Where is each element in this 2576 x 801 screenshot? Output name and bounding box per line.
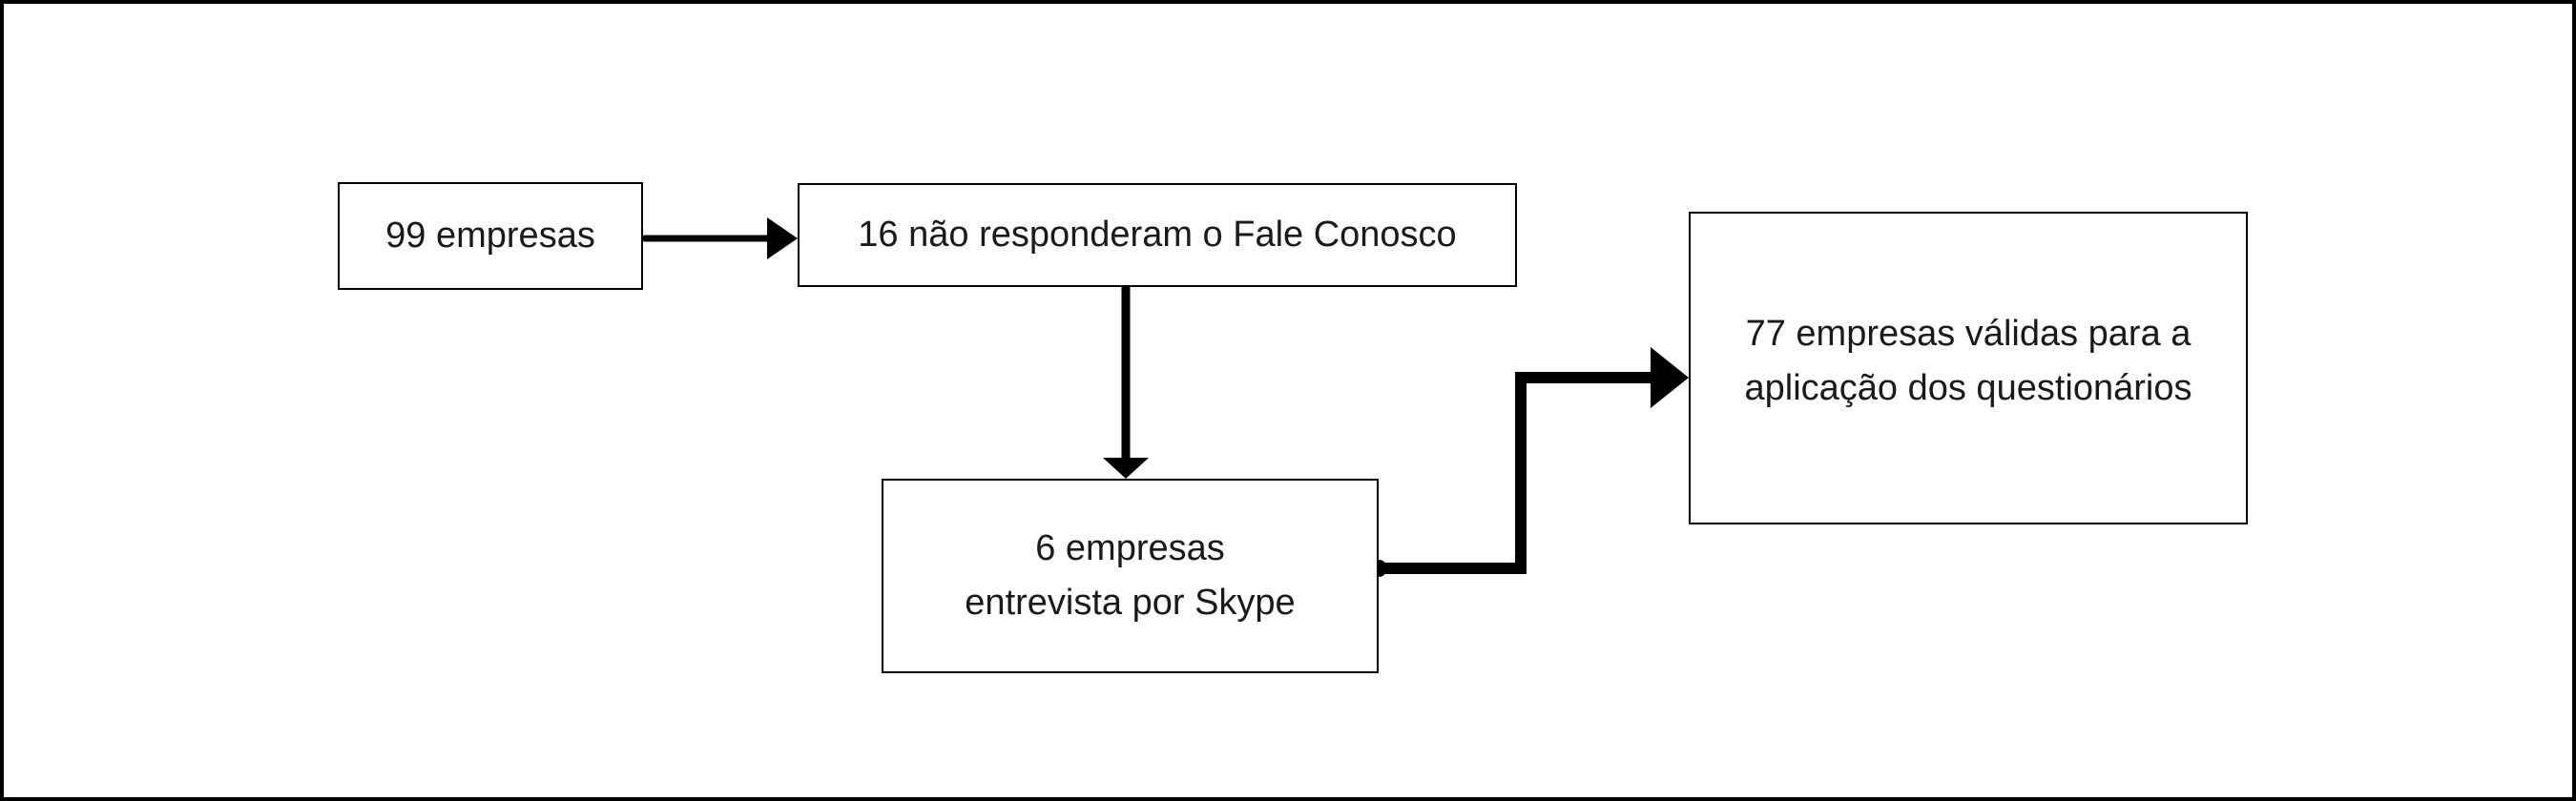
- node-valid-companies: 77 empresas válidas para a aplicação dos…: [1689, 212, 2248, 524]
- arrowhead-right-icon: [1651, 347, 1689, 408]
- node-label: aplicação dos questionários: [1744, 368, 2192, 408]
- node-label: entrevista por Skype: [965, 583, 1296, 623]
- node-total-companies: 99 empresas: [338, 182, 643, 290]
- connector-line: [1379, 372, 1654, 574]
- connector-no-response-to-skype: [1103, 287, 1149, 479]
- node-label: 16 não responderam o Fale Conosco: [858, 215, 1457, 255]
- connector-total-to-no-response: [641, 217, 798, 259]
- node-skype-interviews: 6 empresas entrevista por Skype: [882, 479, 1379, 673]
- node-label: 6 empresas: [1035, 528, 1225, 568]
- node-label: 99 empresas: [385, 216, 595, 256]
- arrowhead-down-icon: [1103, 458, 1149, 479]
- arrowhead-right-icon: [767, 217, 798, 259]
- connector-skype-to-valid: [1370, 347, 1689, 577]
- node-no-response-fale-conosco: 16 não responderam o Fale Conosco: [798, 183, 1517, 287]
- node-label: 77 empresas válidas para a: [1745, 314, 2192, 354]
